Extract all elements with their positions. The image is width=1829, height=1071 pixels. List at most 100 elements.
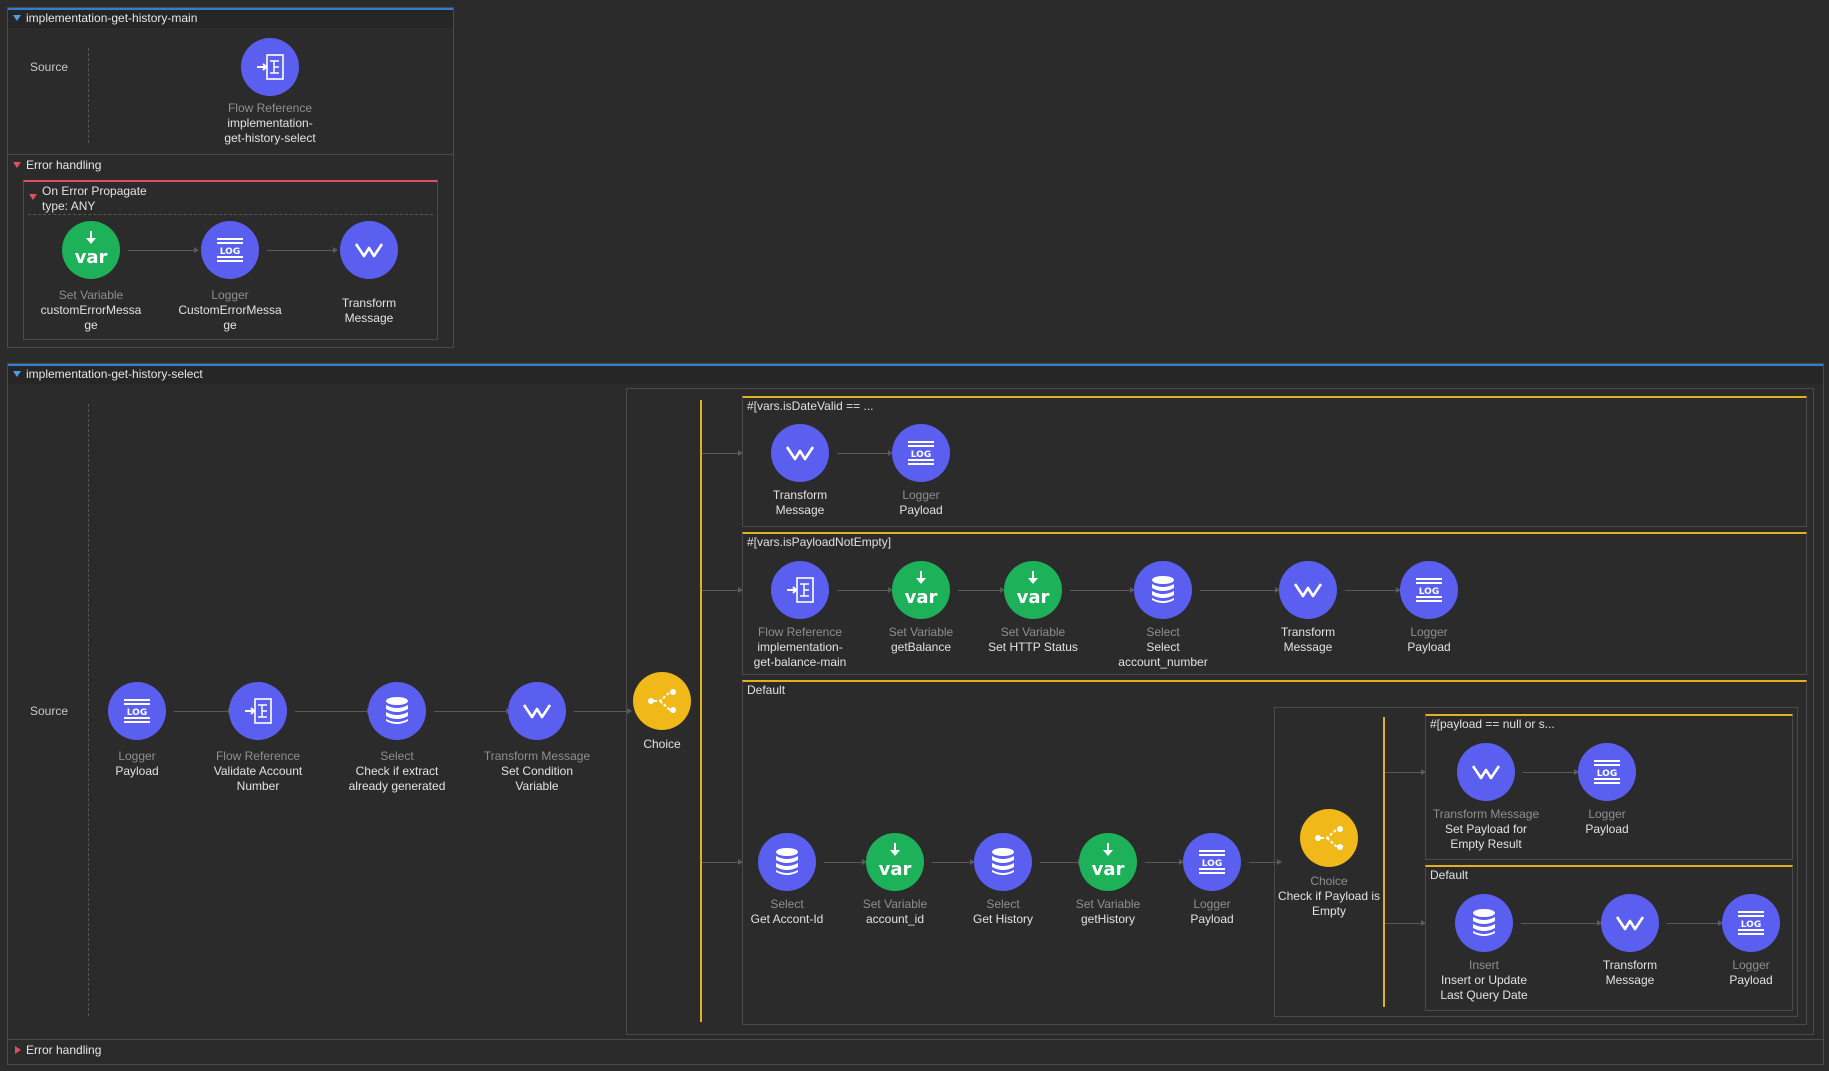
transform-message-caption: Transform Message Set Payload for Empty …	[1432, 807, 1540, 851]
svg-text:LOG: LOG	[1202, 859, 1222, 869]
set-variable-node[interactable]: var	[1004, 561, 1062, 619]
select-caption: Select Check if extract already generate…	[348, 749, 446, 793]
flow-arrow	[958, 587, 1005, 593]
route-condition-label: Default	[747, 683, 786, 697]
transform-message-caption: Transform Message	[1602, 958, 1658, 987]
svg-text:LOG: LOG	[1419, 587, 1439, 597]
flow-arrow	[267, 247, 338, 253]
route-arrow	[1385, 920, 1426, 926]
logger-node[interactable]: LOG	[1400, 561, 1458, 619]
route-is-payload-not-empty[interactable]: #[vars.isPayloadNotEmpty]	[742, 532, 1807, 675]
choice-icon	[1314, 825, 1344, 851]
on-error-type: type: ANY	[42, 199, 96, 213]
log-icon: LOG	[215, 237, 245, 263]
transform-message-caption: Transform Message	[1280, 625, 1336, 654]
set-variable-node[interactable]: var	[62, 221, 120, 279]
select-node[interactable]	[1134, 561, 1192, 619]
flow-arrow	[574, 708, 632, 714]
logger-node[interactable]: LOG	[1722, 894, 1780, 952]
logger-node[interactable]: LOG	[108, 682, 166, 740]
database-icon	[1471, 908, 1497, 938]
set-variable-node[interactable]: var	[866, 833, 924, 891]
database-icon	[384, 696, 410, 726]
collapse-triangle-icon[interactable]	[13, 162, 21, 168]
logger-node[interactable]: LOG	[892, 424, 950, 482]
collapse-triangle-icon[interactable]	[13, 371, 21, 377]
set-variable-caption: Set Variable account_id	[862, 897, 928, 926]
main-error-handling-header[interactable]: Error handling	[8, 154, 453, 175]
select-error-handling-header[interactable]: Error handling	[8, 1039, 1823, 1060]
transform-icon	[1615, 911, 1645, 935]
main-flow-header[interactable]: implementation-get-history-main	[8, 8, 453, 28]
set-variable-node[interactable]: var	[1079, 833, 1137, 891]
flow-arrow	[1523, 769, 1579, 775]
collapse-triangle-icon[interactable]	[29, 194, 37, 200]
transform-icon	[785, 441, 815, 465]
set-variable-node[interactable]: var	[892, 561, 950, 619]
flow-arrow	[128, 247, 199, 253]
logger-node[interactable]: LOG	[1578, 743, 1636, 801]
log-icon: LOG	[1736, 910, 1766, 936]
inner-choice-node[interactable]	[1300, 809, 1358, 867]
transform-message-node[interactable]	[508, 682, 566, 740]
on-error-propagate-scope[interactable]: On Error Propagate type: ANY	[23, 180, 438, 340]
route-default[interactable]: Default	[742, 680, 1807, 1025]
route-condition-label: Default	[1430, 868, 1469, 882]
select-node[interactable]	[368, 682, 426, 740]
flow-arrow	[295, 708, 372, 714]
select-node[interactable]	[758, 833, 816, 891]
insert-node[interactable]	[1455, 894, 1513, 952]
set-variable-caption: Set Variable getBalance	[888, 625, 954, 654]
on-error-title: On Error Propagate	[42, 184, 147, 198]
flow-arrow	[824, 859, 867, 865]
inner-route-default[interactable]: Default	[1425, 865, 1793, 1011]
transform-message-node[interactable]	[1457, 743, 1515, 801]
logger-caption: Logger Payload	[1190, 897, 1234, 926]
select-flow-header[interactable]: implementation-get-history-select	[8, 364, 1823, 384]
logger-caption: Logger Payload	[115, 749, 159, 778]
collapse-triangle-icon[interactable]	[13, 15, 21, 21]
source-divider	[88, 404, 89, 1016]
transform-message-node[interactable]	[1601, 894, 1659, 952]
source-label: Source	[30, 60, 69, 74]
logger-node[interactable]: LOG	[201, 221, 259, 279]
flow-reference-node[interactable]	[229, 682, 287, 740]
insert-caption: Insert Insert or Update Last Query Date	[1440, 958, 1528, 1002]
inner-choice-caption: Choice Check if Payload is Empty	[1277, 874, 1381, 918]
logger-node[interactable]: LOG	[1183, 833, 1241, 891]
route-arrow	[702, 587, 743, 593]
inner-choice-container[interactable]	[1274, 707, 1798, 1017]
expand-triangle-icon[interactable]	[15, 1046, 21, 1054]
main-flow-reference-node[interactable]	[241, 38, 299, 96]
logger-caption: Logger CustomErrorMessa ge	[178, 288, 282, 332]
transform-message-node[interactable]	[1279, 561, 1337, 619]
choice-router-container[interactable]	[626, 388, 1814, 1035]
var-icon: var	[905, 570, 937, 608]
flow-arrow	[1070, 587, 1135, 593]
select-node[interactable]	[974, 833, 1032, 891]
transform-message-node[interactable]	[340, 221, 398, 279]
on-error-divider	[28, 214, 433, 215]
transform-icon	[1293, 578, 1323, 602]
svg-text:LOG: LOG	[220, 247, 240, 257]
transform-message-caption: Transform Message	[772, 488, 828, 517]
choice-icon	[647, 688, 677, 714]
transform-message-node[interactable]	[771, 424, 829, 482]
choice-route-bar	[700, 400, 702, 1022]
flow-arrow	[837, 450, 893, 456]
flow-arrow	[1040, 859, 1083, 865]
route-is-date-valid[interactable]: #[vars.isDateValid == ...	[742, 396, 1807, 527]
flow-reference-icon	[243, 698, 273, 724]
database-icon	[774, 847, 800, 877]
route-arrow	[702, 859, 743, 865]
svg-text:LOG: LOG	[1741, 920, 1761, 930]
route-condition-label: #[vars.isDateValid == ...	[747, 399, 874, 413]
choice-node[interactable]	[633, 672, 691, 730]
log-icon: LOG	[1592, 759, 1622, 785]
inner-route-payload-null[interactable]: #[payload == null or s...	[1425, 714, 1793, 860]
flow-reference-node[interactable]	[771, 561, 829, 619]
route-arrow	[702, 450, 743, 456]
flow-arrow	[1200, 587, 1280, 593]
database-icon	[1150, 575, 1176, 605]
source-label: Source	[30, 704, 69, 718]
